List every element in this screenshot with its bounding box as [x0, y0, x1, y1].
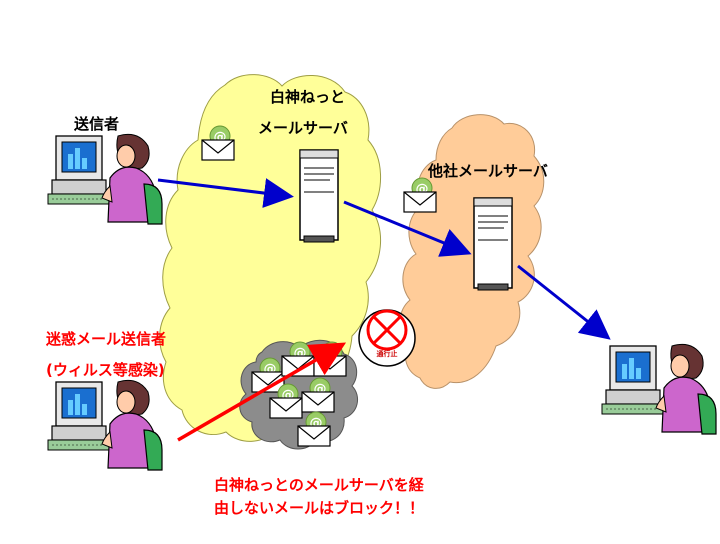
envelope-icon: [403, 177, 437, 213]
own-server-label-line2: メールサーバ: [258, 119, 348, 137]
spam-sender-label-line2: (ウィルス等感染): [46, 361, 165, 379]
other-server-label: 他社メールサーバ: [428, 162, 548, 180]
sender-computer-icon: [47, 133, 163, 225]
flow-arrow-sender-to-own-server: [157, 178, 294, 208]
spam-sender-label-line1: 迷惑メール送信者: [46, 330, 167, 348]
recipient-computer-icon: [601, 343, 717, 435]
block-message-line2: 由しないメールはブロック！！: [214, 499, 425, 517]
sender-label: 送信者: [74, 115, 120, 133]
no-entry-sign-icon: 通行止: [358, 309, 416, 367]
other-mail-server-icon: [473, 197, 513, 291]
block-message-line1: 白神ねっとのメールサーバを経: [214, 476, 424, 494]
own-mail-server-icon: [299, 149, 339, 243]
flow-arrow-other-server-to-recipient: [517, 264, 611, 340]
no-entry-sign-text: 通行止: [377, 349, 398, 358]
own-server-label-line1: 白神ねっと: [270, 88, 346, 106]
spam-sender-computer-icon: [47, 379, 163, 471]
blocked-spam-arrow: [177, 342, 347, 442]
flow-arrow-own-to-other-server: [343, 200, 472, 257]
other-network-cloud: [399, 114, 545, 389]
